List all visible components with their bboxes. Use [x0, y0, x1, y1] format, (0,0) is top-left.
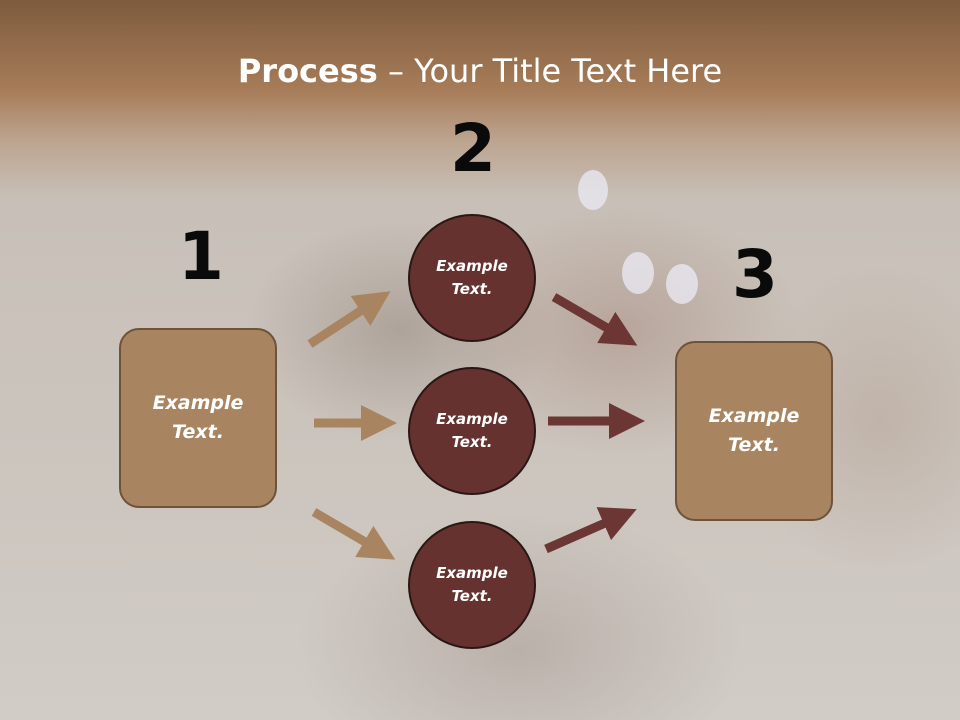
arrow-from-circle-bottom: [544, 507, 637, 554]
arrow-to-circle-bottom: [311, 508, 396, 560]
circle-top[interactable]: Example Text.: [408, 214, 536, 342]
circle-bottom[interactable]: Example Text.: [408, 521, 536, 649]
step-3-box[interactable]: Example Text.: [675, 341, 833, 521]
fingernail-decor: [666, 264, 698, 304]
circle-top-text-line2: Text.: [451, 280, 493, 298]
step-3-text-line1: Example: [708, 405, 800, 427]
step-1-box[interactable]: Example Text.: [119, 328, 277, 508]
circle-bottom-text-line2: Text.: [451, 587, 493, 605]
circle-bottom-text-line1: Example: [436, 564, 508, 582]
circle-middle-text-line1: Example: [436, 410, 508, 428]
title-bold: Process: [237, 52, 378, 90]
step-number-3: 3: [732, 236, 778, 313]
fingernail-decor: [622, 252, 654, 294]
step-1-text-line1: Example: [152, 392, 244, 414]
circle-middle[interactable]: Example Text.: [408, 367, 536, 495]
circle-middle-text-line2: Text.: [451, 433, 493, 451]
fingernail-decor: [578, 170, 608, 210]
step-number-1: 1: [178, 218, 224, 295]
title-rest: – Your Title Text Here: [377, 52, 723, 90]
step-3-text-line2: Text.: [728, 434, 780, 456]
slide-title: Process – Your Title Text Here: [0, 52, 960, 90]
circle-top-text-line1: Example: [436, 257, 508, 275]
step-number-2: 2: [450, 110, 496, 187]
step-1-text-line2: Text.: [172, 421, 224, 443]
arrow-to-circle-top: [307, 291, 391, 348]
arrow-from-circle-top: [551, 293, 638, 346]
